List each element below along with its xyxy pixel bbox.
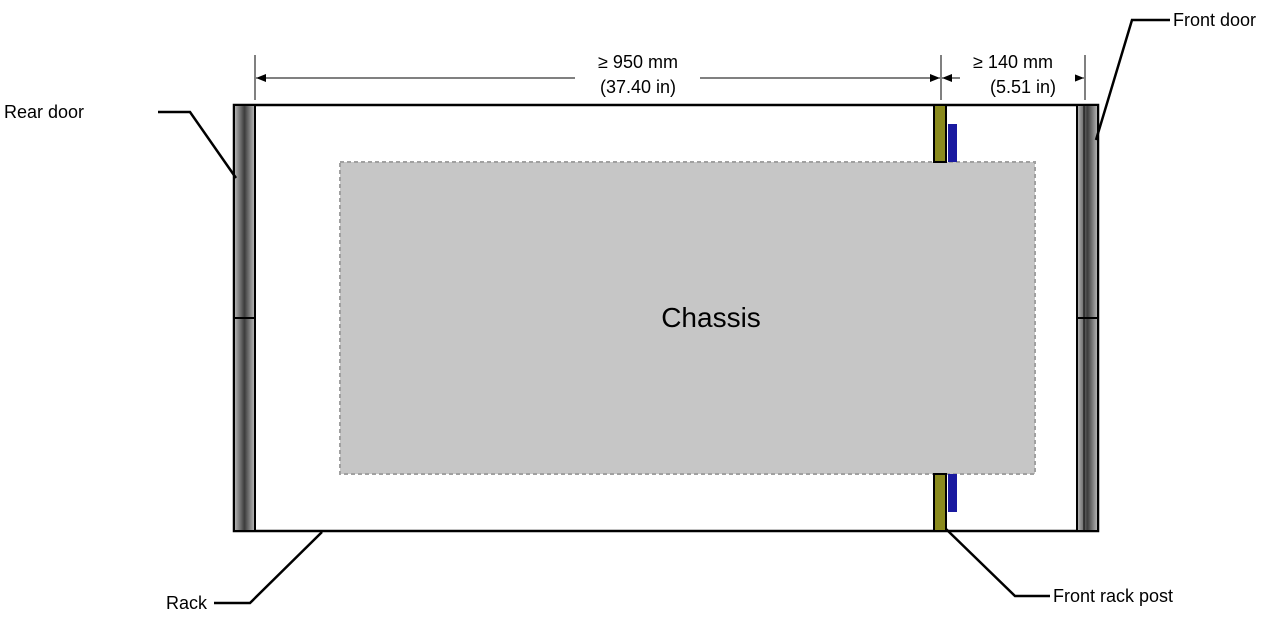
dimension-950mm-inches: (37.40 in) xyxy=(600,77,676,97)
front-door xyxy=(1076,104,1099,532)
dimension-950mm: ≥ 950 mm (37.40 in) xyxy=(256,52,940,97)
chassis-box xyxy=(339,161,1036,475)
rack-label: Rack xyxy=(166,593,208,613)
rear-door xyxy=(233,104,256,532)
rack-leader xyxy=(214,531,323,605)
front-rack-post-top xyxy=(933,104,957,163)
dimension-140mm-value: ≥ 140 mm xyxy=(973,52,1053,72)
front-rack-post-label: Front rack post xyxy=(1053,586,1173,606)
front-door-leader xyxy=(1094,18,1170,141)
front-rack-post-leader xyxy=(945,528,1050,598)
leader-lines xyxy=(158,18,1170,605)
front-rack-post-bottom xyxy=(933,473,957,532)
dimension-140mm-inches: (5.51 in) xyxy=(990,77,1056,97)
rear-door-label: Rear door xyxy=(4,102,84,122)
rear-door-leader xyxy=(158,110,238,179)
front-door-label: Front door xyxy=(1173,10,1256,30)
dimension-extension-lines xyxy=(254,55,1086,100)
chassis-label: Chassis xyxy=(661,302,761,333)
dimension-140mm: ≥ 140 mm (5.51 in) xyxy=(942,52,1084,97)
dimension-950mm-value: ≥ 950 mm xyxy=(598,52,678,72)
